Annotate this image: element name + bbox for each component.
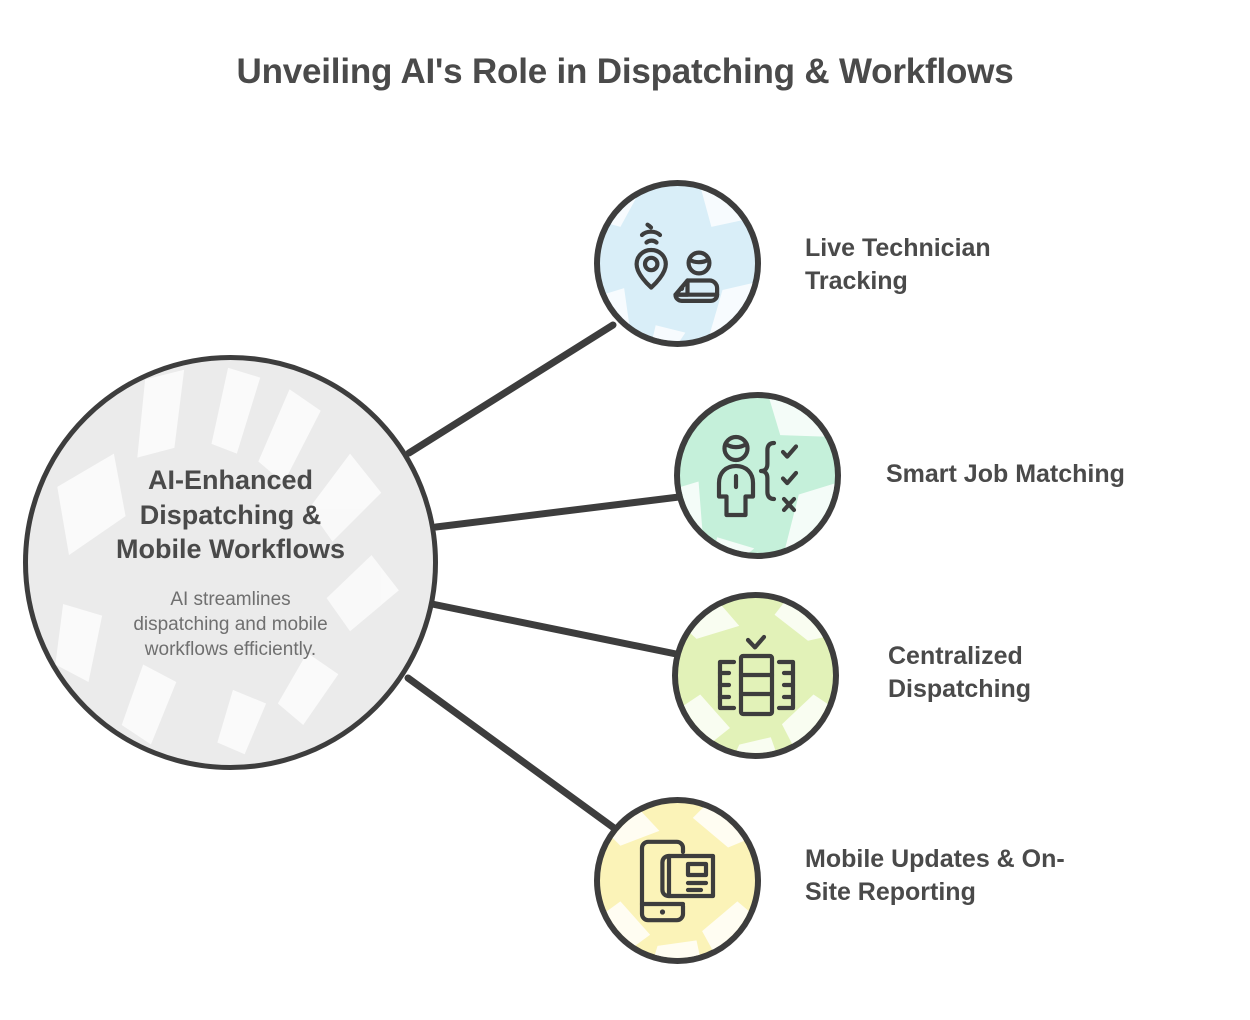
- node-mobile-updates-on-site-reporting[interactable]: [594, 797, 761, 964]
- node-2-label-line-1: Smart Job Matching: [886, 460, 1125, 488]
- node-4-label-line-2: Site Reporting: [805, 878, 976, 907]
- hub-subtitle-line-3: workflows efficiently.: [144, 638, 317, 660]
- node-1-label: Live Technician Tracking: [805, 232, 1075, 299]
- location-pin-wifi-technician-icon: [634, 222, 719, 303]
- person-checklist-icon: [716, 434, 798, 517]
- connector-to-node-1: [405, 321, 617, 457]
- node-4-label-line-1: Mobile Updates & On-: [805, 845, 1065, 873]
- node-1-label-line-1: Live Technician: [805, 234, 991, 262]
- hub-subtitle: AI streamlines dispatching and mobile wo…: [81, 587, 381, 662]
- hub-title-line-3: Mobile Workflows: [115, 534, 345, 565]
- mobile-phone-document-icon: [639, 839, 715, 922]
- node-3-label: Centralized Dispatching: [888, 640, 1138, 707]
- hub-title: AI-Enhanced Dispatching & Mobile Workflo…: [81, 463, 381, 567]
- node-centralized-dispatching[interactable]: [672, 592, 839, 759]
- node-3-label-line-2: Dispatching: [888, 675, 1032, 704]
- node-4-label: Mobile Updates & On- Site Reporting: [805, 843, 1150, 910]
- connector-to-node-2: [432, 493, 683, 531]
- node-4-texture: [600, 803, 755, 958]
- node-1-texture: [600, 186, 755, 341]
- node-live-technician-tracking[interactable]: [594, 180, 761, 347]
- hub-content: AI-Enhanced Dispatching & Mobile Workflo…: [81, 463, 381, 662]
- node-smart-job-matching[interactable]: [674, 392, 841, 559]
- node-1-label-line-2: Tracking: [805, 267, 908, 296]
- hub-title-line-2: Dispatching &: [139, 499, 322, 530]
- connector-to-node-3: [428, 600, 685, 659]
- hub-subtitle-line-1: AI streamlines: [170, 588, 291, 610]
- server-rack-check-icon: [717, 634, 795, 716]
- node-3-label-line-1: Centralized: [888, 642, 1023, 670]
- hub-title-line-1: AI-Enhanced: [147, 465, 314, 496]
- page-title: Unveiling AI's Role in Dispatching & Wor…: [236, 52, 1014, 91]
- hub-texture: [55, 367, 399, 755]
- node-3-texture: [678, 598, 833, 753]
- hub-subtitle-line-2: dispatching and mobile: [133, 613, 328, 635]
- node-2-label: Smart Job Matching: [886, 458, 1216, 491]
- connector-to-node-4: [404, 674, 618, 832]
- central-hub-node[interactable]: AI-Enhanced Dispatching & Mobile Workflo…: [23, 355, 438, 770]
- node-2-texture: [680, 398, 835, 553]
